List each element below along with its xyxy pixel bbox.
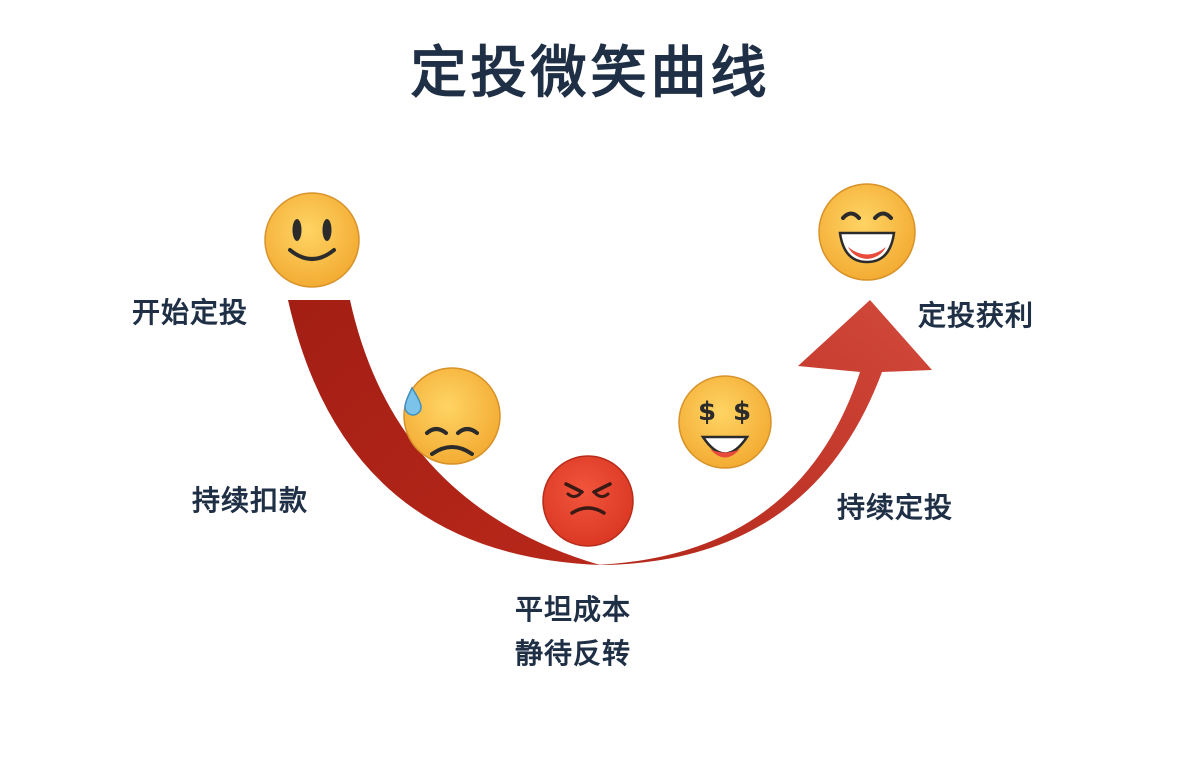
curve-left-band bbox=[288, 300, 600, 565]
svg-text:$: $ bbox=[733, 397, 751, 427]
money-eyes-emoji-icon: $ $ bbox=[678, 375, 772, 469]
page-title: 定投微笑曲线 bbox=[410, 41, 771, 106]
svg-text:$: $ bbox=[698, 397, 716, 427]
stage-label-start: 开始定投 bbox=[132, 296, 249, 329]
curve-right-band bbox=[596, 300, 932, 565]
stage-label-bottom: 平坦成本 静待反转 bbox=[515, 588, 631, 676]
grin-emoji-icon bbox=[818, 183, 916, 281]
stage-label-bottom-line2: 静待反转 bbox=[515, 637, 632, 670]
sad-sweat-emoji-icon bbox=[403, 367, 501, 465]
angry-emoji-icon bbox=[542, 455, 634, 547]
stage-label-keep-paying: 持续扣款 bbox=[192, 484, 309, 517]
stage-label-bottom-line1: 平坦成本 bbox=[515, 593, 632, 626]
smile-emoji-icon bbox=[264, 192, 360, 288]
stage-label-keep-investing: 持续定投 bbox=[837, 491, 954, 524]
stage-label-profit: 定投获利 bbox=[918, 299, 1035, 332]
